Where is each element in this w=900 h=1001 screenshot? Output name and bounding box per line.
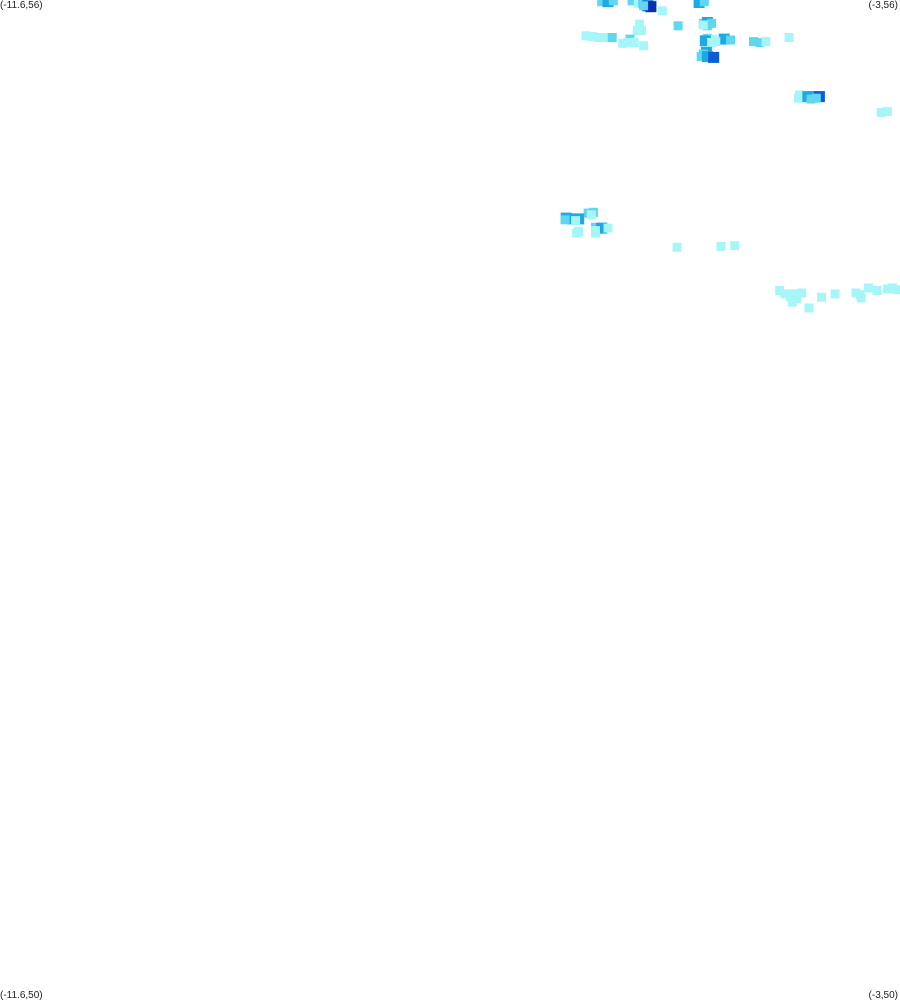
heatmap-cell <box>645 1 657 13</box>
heatmap-cell <box>596 222 608 234</box>
heatmap-cell <box>785 291 795 301</box>
heatmap-cell <box>560 215 570 225</box>
heatmap-cell <box>639 1 649 11</box>
heatmap-cell <box>673 21 683 31</box>
heatmap-cell <box>672 242 682 252</box>
heatmap-cell <box>787 297 797 307</box>
heatmap-cell <box>856 293 866 303</box>
heatmap-cell <box>761 37 771 47</box>
heatmap-cell <box>718 33 730 45</box>
heatmap-cell <box>586 210 596 220</box>
heatmap-cell <box>693 0 705 8</box>
corner-label-top-left: (-11.6,56) <box>0 0 43 11</box>
heatmap-cell <box>600 33 610 42</box>
heatmap-cell <box>795 90 804 100</box>
heatmap-cell <box>581 31 591 41</box>
heatmap-cell <box>602 0 614 8</box>
heatmap-cell <box>572 228 582 238</box>
heatmap-cell <box>872 286 882 295</box>
heatmap-cell <box>657 6 667 16</box>
corner-label-bottom-right: (-3,50) <box>868 990 898 1001</box>
corner-label-top-right: (-3,56) <box>868 0 898 11</box>
heatmap-cell <box>571 216 581 226</box>
heatmap-cell <box>784 33 794 42</box>
heatmap-cell <box>623 38 633 47</box>
heatmap-cell <box>597 0 607 7</box>
heatmap-cell <box>587 32 597 42</box>
heatmap-cell <box>607 33 617 42</box>
heatmap-cell <box>603 223 613 233</box>
heatmap-cell <box>594 33 604 42</box>
heatmap-cell <box>882 107 892 117</box>
heatmap-cell <box>882 284 892 294</box>
heatmap-cell <box>749 37 758 47</box>
heatmap-cell <box>755 38 765 47</box>
heatmap-cells <box>560 0 900 313</box>
heatmap-cell <box>726 35 735 45</box>
heatmap-cell <box>804 303 814 313</box>
heatmap-cell <box>696 52 706 62</box>
heatmap-cell <box>627 0 637 6</box>
corner-label-bottom-left: (-11.6,50) <box>0 990 43 1001</box>
heatmap-cell <box>629 38 639 47</box>
heatmap-cell <box>797 288 807 298</box>
heatmap-cell <box>698 20 708 30</box>
heatmap-cell <box>864 283 874 293</box>
heatmap-cell <box>806 94 816 104</box>
heatmap-cell <box>817 292 826 302</box>
heatmap-cell <box>618 38 628 48</box>
heatmap-cell <box>632 26 642 36</box>
heatmap-cell <box>730 241 740 251</box>
heatmap-cell <box>876 107 886 117</box>
heatmap-cell <box>699 0 709 7</box>
heatmap-cell <box>591 228 600 238</box>
heatmap-cell <box>639 41 649 51</box>
heatmap-cell <box>634 19 644 29</box>
heatmap-cell <box>811 93 821 103</box>
heatmap-cell <box>775 286 785 295</box>
heatmap-cell <box>780 289 790 299</box>
heatmap-cell <box>608 0 618 6</box>
heatmap-cell <box>699 35 711 47</box>
heatmap-cell <box>716 241 726 251</box>
heatmap-cell <box>711 37 721 47</box>
heatmap-cell <box>892 285 900 295</box>
heatmap-cell <box>701 51 713 63</box>
heatmap-cell <box>708 51 720 63</box>
heatmap-cell <box>830 289 840 299</box>
